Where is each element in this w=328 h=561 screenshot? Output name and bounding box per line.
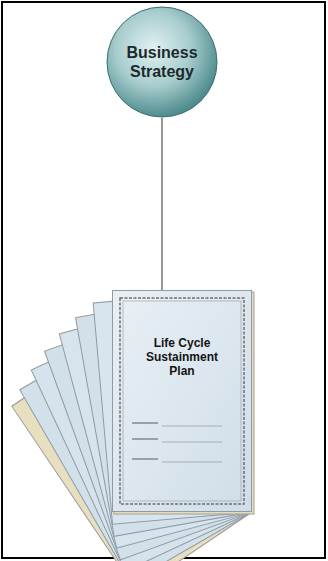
frame-border [2,2,325,558]
circle-outline [106,6,218,118]
page-outline [112,290,252,512]
plan-document: Life Cycle Sustainment Plan [112,290,252,512]
strategy-circle: Business Strategy [106,6,218,118]
connector-line [161,118,162,290]
node-label: Life Cycle Sustainment Plan [139,336,225,378]
stacked-pages [12,291,254,561]
node-label: Business Strategy [120,43,204,81]
